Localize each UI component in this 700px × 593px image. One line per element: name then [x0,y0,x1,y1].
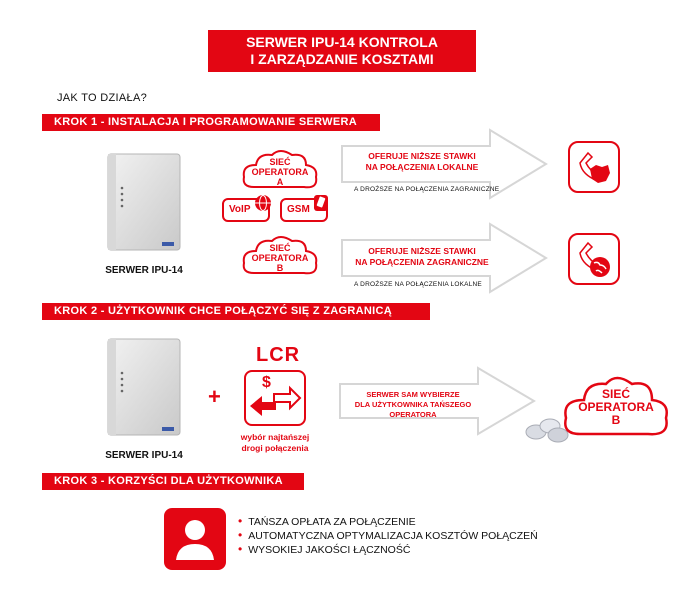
cloud-b-line1: SIEĆ [269,243,291,253]
arrow-b-text: OFERUJE NIŻSZE STAWKI NA POŁĄCZENIA ZAGR… [352,246,492,268]
phone-local-icon [568,141,620,193]
arrow-a-note: A DROŻSZE NA POŁĄCZENIA ZAGRANICZNE [354,186,500,193]
cloud-b-line3: B [276,263,284,273]
lcr-dollar-symbol: $ [262,374,271,391]
page-title: SERWER IPU-14 KONTROLA I ZARZĄDZANIE KOS… [208,30,476,72]
cloud-b-line2: OPERATORA [251,253,309,263]
arrow-b-line2: NA POŁĄCZENIA ZAGRANICZNE [355,257,489,267]
arrow-a-line2: NA POŁĄCZENIA LOKALNE [365,162,479,172]
step-2-bar: KROK 2 - UŻYTKOWNIK CHCE POŁĄCZYĆ SIĘ Z … [42,303,430,320]
voip-badge: VoIP [222,198,270,222]
gsm-label: GSM [287,204,310,215]
server-label-2: SERWER IPU-14 [105,450,183,461]
benefit-item: TAŃSZA OPŁATA ZA POŁĄCZENIE [238,515,538,529]
arrow-lcr [339,366,536,436]
cloud-b-large-line1: SIEĆ [601,387,630,401]
cloud-b-large-line2: OPERATORA [578,400,654,414]
coins-icon [525,418,569,443]
server-label-1: SERWER IPU-14 [105,265,183,276]
arrow-a-text: OFERUJE NIŻSZE STAWKI NA POŁĄCZENIA LOKA… [352,151,492,173]
lcr-caption: wybór najtańszej drogi połączenia [232,432,318,454]
benefit-item: WYSOKIEJ JAKOŚCI ŁĄCZNOŚĆ [238,543,538,557]
benefit-item: AUTOMATYCZNA OPTYMALIZACJA KOSZTÓW POŁĄC… [238,529,538,543]
arrow-b-note: A DROŻSZE NA POŁĄCZENIA LOKALNE [354,281,482,288]
plus-sign: + [208,384,221,409]
cloud-a-line3: A [276,177,284,187]
server-device-icon [107,153,181,251]
arrow-a-line1: OFERUJE NIŻSZE STAWKI [368,151,476,161]
cloud-operator-b-icon [242,236,318,275]
cloud-a-label: SIEĆ OPERATORA A [240,157,320,187]
step-3-bar: KROK 3 - KORZYŚCI DLA UŻYTKOWNIKA [42,473,304,490]
arrow-lcr-line2: DLA UŻYTKOWNIKA TAŃSZEGO OPERATORA [354,400,472,419]
server-device-icon-2 [107,338,181,436]
cloud-a-line1: SIEĆ [269,157,291,167]
arrow-lcr-text: SERWER SAM WYBIERZE DLA UŻYTKOWNIKA TAŃS… [340,390,486,420]
cloud-b-large-label: SIEĆ OPERATORA B [560,388,672,427]
lcr-caption-line1: wybór najtańszej [240,432,310,442]
lcr-caption-line2: drogi połączenia [241,443,309,453]
cloud-b-label: SIEĆ OPERATORA B [240,243,320,273]
cloud-operator-a-icon [242,150,318,189]
cloud-a-line2: OPERATORA [251,167,309,177]
phone-international-icon [568,233,620,285]
arrow-lcr-line1: SERWER SAM WYBIERZE [366,390,460,399]
lcr-title: LCR [256,344,301,366]
title-line-2: I ZARZĄDZANIE KOSZTAMI [250,51,434,67]
cloud-operator-b-large-icon [564,376,668,436]
benefits-list: TAŃSZA OPŁATA ZA POŁĄCZENIE AUTOMATYCZNA… [238,515,538,557]
arrow-b-line1: OFERUJE NIŻSZE STAWKI [368,246,476,256]
voip-label: VoIP [229,204,251,215]
step-1-bar: KROK 1 - INSTALACJA I PROGRAMOWANIE SERW… [42,114,380,131]
title-line-1: SERWER IPU-14 KONTROLA [246,34,438,50]
mobile-phone-icon [314,195,328,211]
lcr-route-icon: $ [244,370,306,426]
cloud-b-large-line3: B [611,413,621,427]
arrow-operator-b [341,222,548,294]
question-heading: JAK TO DZIAŁA? [57,92,147,104]
user-icon [164,508,226,570]
arrow-operator-a [341,128,548,200]
globe-icon [255,195,271,211]
